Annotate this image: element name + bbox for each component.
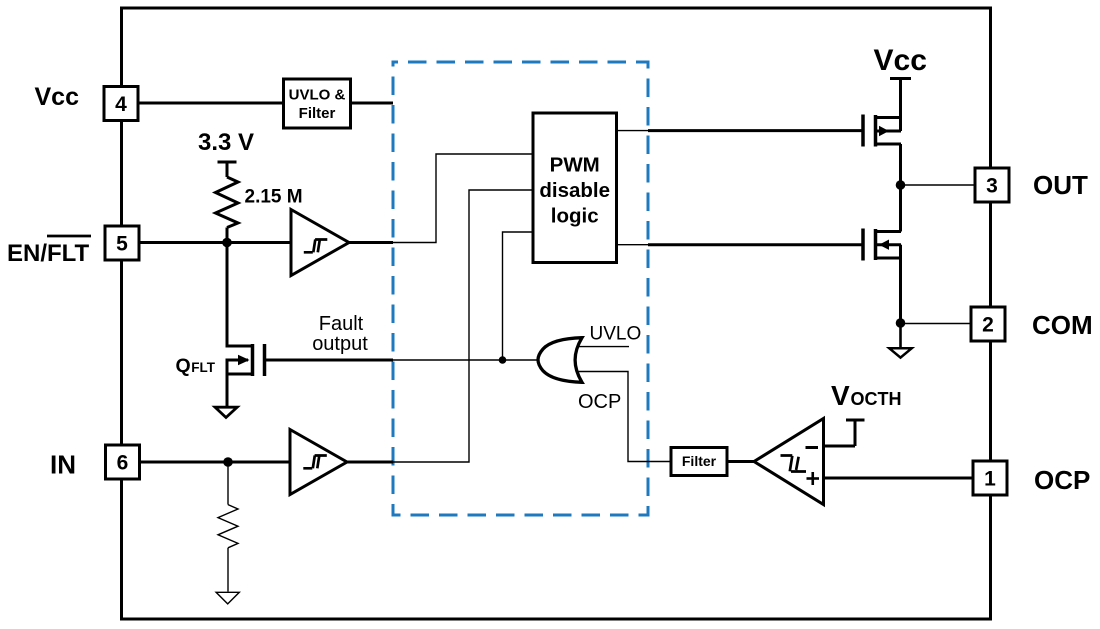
svg-text:1: 1: [984, 468, 996, 491]
svg-text:4: 4: [115, 93, 127, 116]
svg-text:UVLO &: UVLO &: [289, 87, 346, 104]
svg-text:V: V: [831, 380, 850, 411]
svg-text:OCP: OCP: [1034, 465, 1090, 495]
svg-text:Filter: Filter: [682, 453, 717, 469]
svg-text:IN: IN: [50, 450, 76, 480]
svg-text:5: 5: [116, 233, 128, 256]
svg-text:Q: Q: [176, 355, 191, 377]
svg-text:PWM: PWM: [550, 154, 600, 177]
svg-text:EN/FLT: EN/FLT: [7, 240, 90, 267]
svg-text:OUT: OUT: [1033, 170, 1088, 200]
svg-text:Vcc: Vcc: [874, 44, 927, 77]
svg-text:OCTH: OCTH: [851, 389, 902, 409]
svg-text:2.15 M: 2.15 M: [245, 187, 303, 208]
svg-text:Vcc: Vcc: [35, 83, 80, 111]
svg-text:3.3 V: 3.3 V: [198, 129, 254, 156]
svg-text:Filter: Filter: [299, 105, 336, 122]
svg-text:Fault: Fault: [319, 313, 364, 335]
svg-text:COM: COM: [1032, 310, 1093, 340]
svg-text:logic: logic: [551, 205, 599, 228]
svg-text:FLT: FLT: [191, 360, 215, 375]
svg-text:disable: disable: [539, 179, 610, 202]
svg-text:output: output: [312, 333, 368, 355]
svg-text:2: 2: [982, 314, 994, 337]
svg-text:OCP: OCP: [578, 391, 621, 413]
svg-text:6: 6: [117, 452, 129, 475]
svg-text:3: 3: [986, 175, 998, 198]
svg-text:UVLO: UVLO: [590, 324, 642, 345]
